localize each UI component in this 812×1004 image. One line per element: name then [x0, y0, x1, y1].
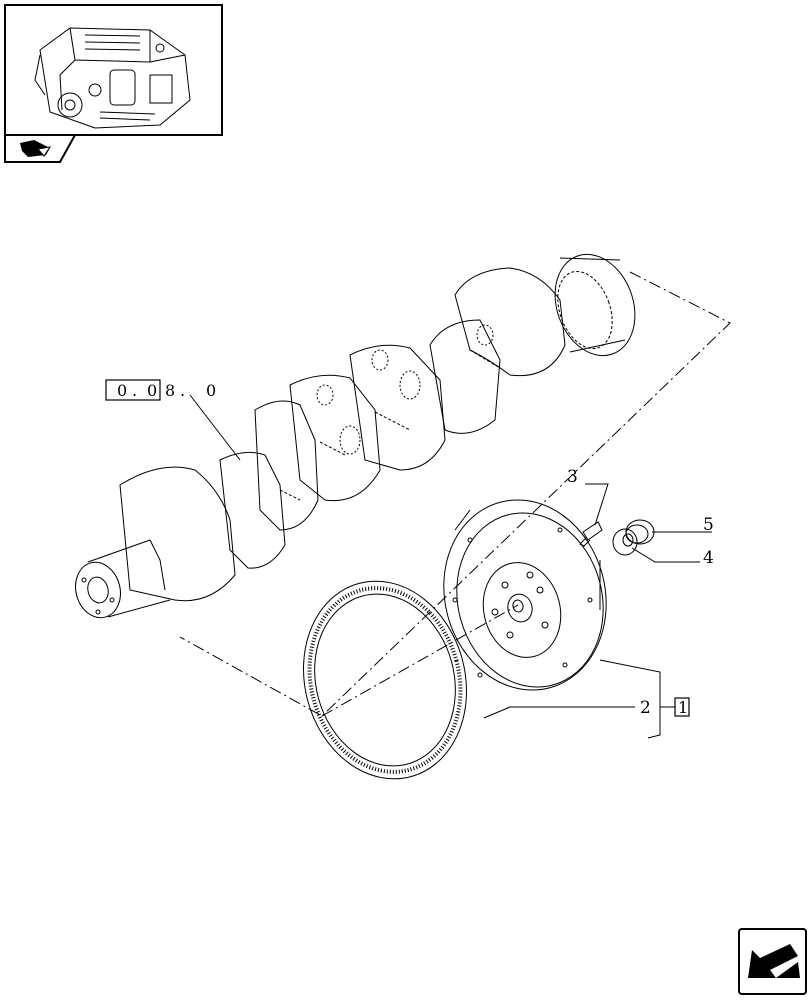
bolt-drawing	[579, 521, 603, 547]
callout-2-kit-ref[interactable]: 1	[674, 697, 690, 717]
ref-suffix: 0	[206, 381, 216, 400]
callout-5: 5	[703, 515, 714, 535]
crankshaft-drawing	[75, 253, 636, 619]
ring-gear-drawing	[303, 580, 519, 780]
callout-4: 4	[703, 548, 714, 568]
next-page-arrow-icon	[748, 944, 800, 978]
washer-drawing	[612, 528, 638, 556]
ref-box-separator: .	[132, 381, 137, 400]
callout-3: 3	[567, 467, 578, 487]
flywheel-drawing	[443, 499, 607, 691]
section-reference[interactable]: 0 . 0 8 . 0	[105, 379, 216, 401]
engine-thumbnail-icon	[34, 27, 191, 129]
callout-2: 2	[640, 698, 651, 718]
ref-digit: 8	[165, 381, 175, 400]
book-arrow-icon	[20, 140, 52, 157]
ref-separator: .	[180, 381, 185, 400]
next-page-button[interactable]	[738, 928, 807, 995]
ref-box-digit-1: 0	[117, 381, 127, 400]
callout-2-box: 1	[678, 698, 688, 717]
assembly-outline	[179, 271, 731, 717]
engine-thumbnail[interactable]	[4, 4, 223, 136]
cap-drawing	[625, 519, 655, 545]
ref-box-digit-2: 0	[147, 381, 157, 400]
leader-lines	[189, 394, 712, 739]
back-navigation-tab[interactable]	[4, 134, 77, 163]
